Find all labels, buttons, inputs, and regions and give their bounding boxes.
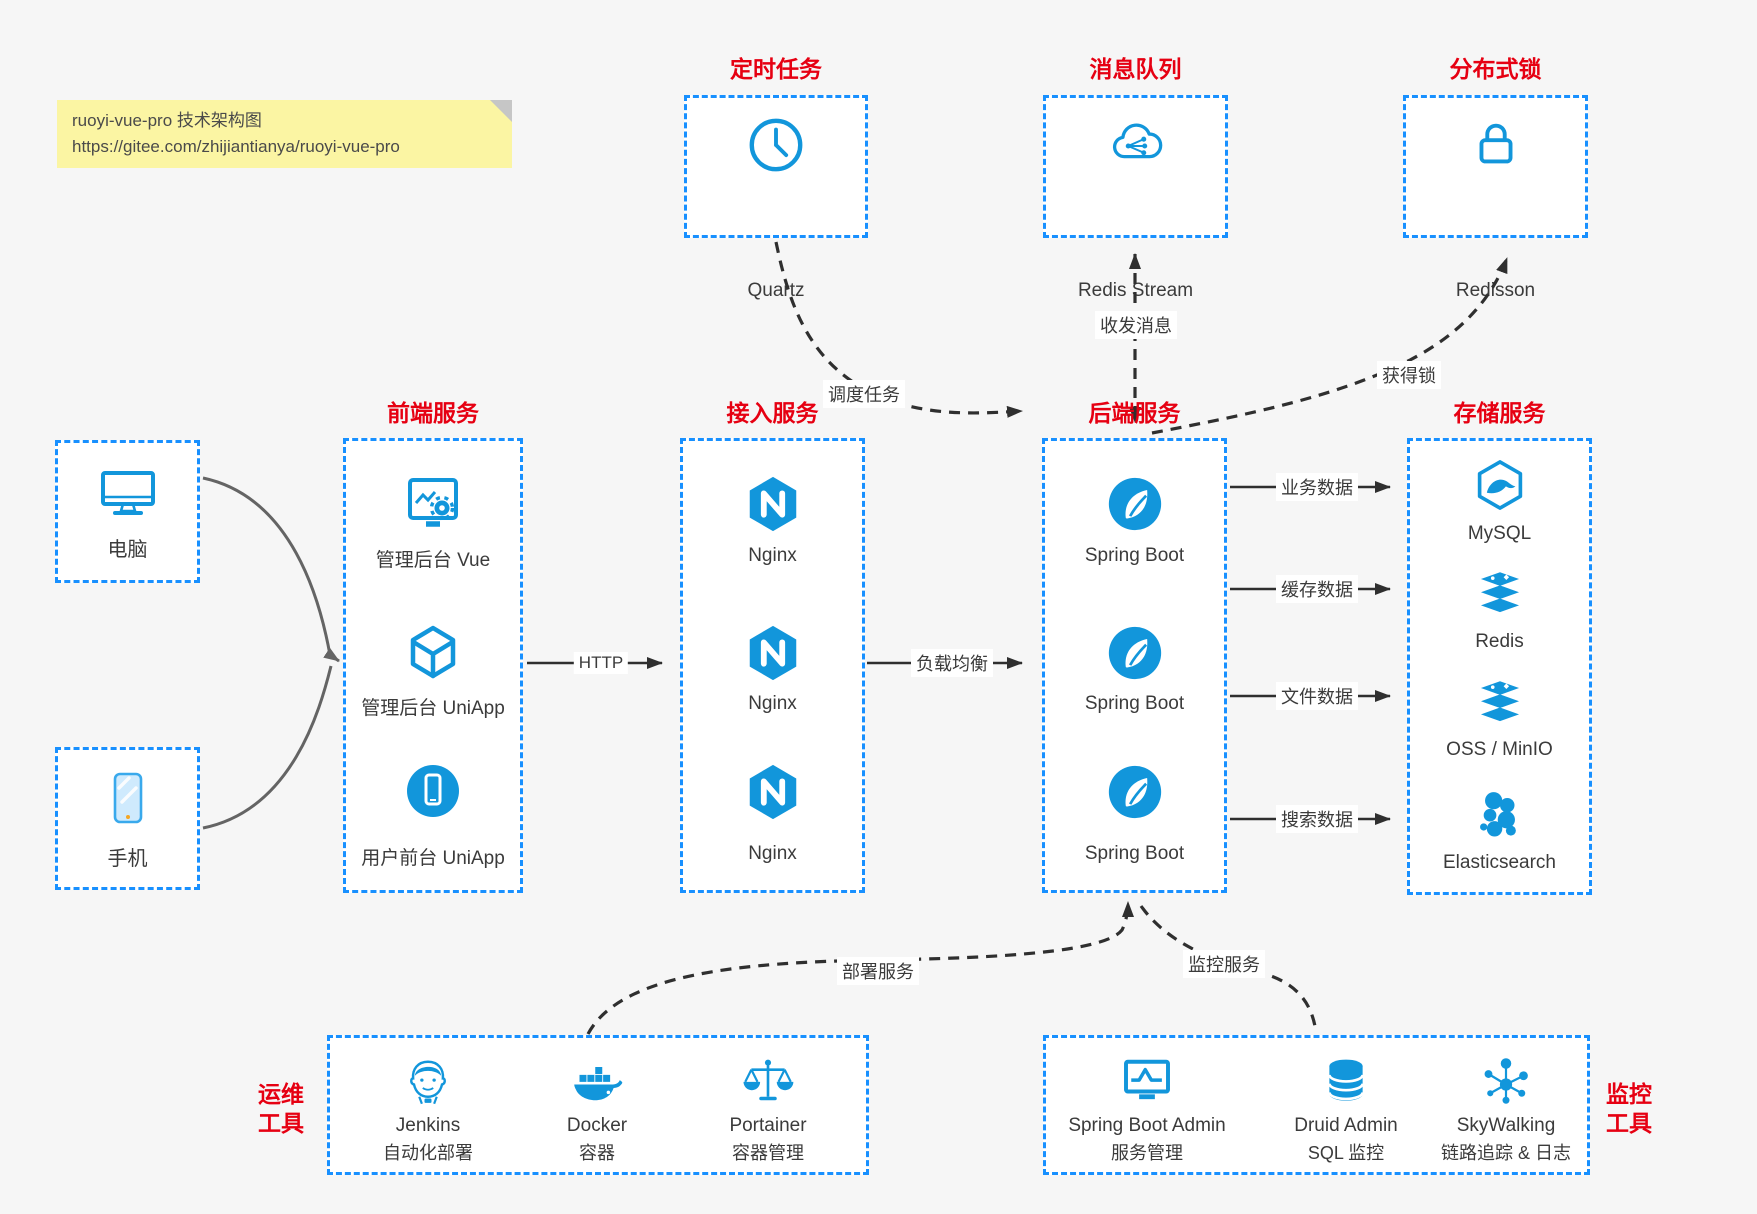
note-url: https://gitee.com/zhijiantianya/ruoyi-vu… (72, 137, 400, 156)
redisson-label: Redisson (1455, 280, 1536, 301)
redis-stream-label: Redis Stream (1077, 280, 1194, 301)
edge-label-monitor: 监控服务 (1183, 950, 1265, 978)
storage-item-label: Elasticsearch (1443, 852, 1556, 873)
nginx-icon (749, 476, 796, 532)
cloud-stream-icon (1112, 123, 1162, 159)
edge-label-http: HTTP (573, 652, 629, 674)
tool-name: SkyWalking (1456, 1115, 1556, 1136)
tool-desc: 自动化部署 (383, 1143, 473, 1163)
section-title-frontend: 前端服务 (387, 400, 479, 426)
mysql-icon (1477, 460, 1522, 510)
phone-icon (113, 772, 142, 824)
note-title: ruoyi-vue-pro 技术架构图 (72, 111, 262, 130)
docker-icon (574, 1067, 623, 1101)
tool-item-spring-boot-admin: Spring Boot Admin 服务管理 (1042, 1038, 1252, 1172)
frontend-item-label: 用户前台 UniApp (361, 848, 505, 869)
section-title-distributed-lock: 分布式锁 (1449, 56, 1542, 82)
ops-tools-box: Jenkins 自动化部署 Docker 容器 (327, 1035, 869, 1175)
edge-pc-to-frontend (202, 476, 340, 663)
tool-desc: 容器 (579, 1143, 615, 1163)
ops-tools-label: 运维 工具 (246, 1080, 316, 1138)
section-title-backend: 后端服务 (1088, 400, 1181, 426)
backend-item-label: Spring Boot (1084, 545, 1185, 566)
backend-item-label: Spring Boot (1084, 693, 1185, 714)
spring-boot-admin-icon (1124, 1059, 1170, 1100)
edge-label-messages: 收发消息 (1095, 311, 1177, 339)
edge-label-file-data: 文件数据 (1276, 682, 1358, 710)
tool-desc: 服务管理 (1111, 1143, 1183, 1163)
edge-label-biz-data: 业务数据 (1276, 473, 1358, 501)
tool-item-jenkins: Jenkins 自动化部署 (333, 1038, 523, 1172)
tool-desc: SQL 监控 (1307, 1143, 1385, 1163)
tool-name: Portainer (729, 1115, 807, 1136)
redisson-box: Redisson (1403, 95, 1588, 301)
tool-desc: 容器管理 (732, 1143, 804, 1163)
tool-name: Spring Boot Admin (1068, 1115, 1226, 1136)
admin-vue-icon (408, 478, 458, 527)
frontend-item-label: 管理后台 UniApp (361, 698, 505, 719)
edge-label-deploy: 部署服务 (837, 957, 919, 985)
phone-client-label: 手机 (107, 848, 148, 870)
phone-client-box: 手机 (55, 747, 200, 890)
tool-desc: 链路追踪 & 日志 (1440, 1143, 1571, 1163)
redis-stream-box: Redis Stream (1043, 95, 1228, 301)
edge-label-cache-data: 缓存数据 (1276, 575, 1358, 603)
elasticsearch-icon (1479, 792, 1516, 837)
edge-label-search-data: 搜索数据 (1276, 805, 1358, 833)
edge-label-schedule: 调度任务 (823, 380, 905, 408)
quartz-box: Quartz (684, 95, 868, 301)
pc-client-box: 电脑 (55, 440, 200, 583)
tool-name: Jenkins (395, 1115, 461, 1136)
section-title-scheduled-task: 定时任务 (730, 56, 822, 82)
tool-name: Druid Admin (1294, 1115, 1398, 1136)
edge-phone-to-frontend (202, 665, 333, 830)
computer-icon (100, 471, 155, 515)
quartz-label: Quartz (747, 280, 805, 301)
storage-item-label: Redis (1475, 631, 1524, 652)
edge-label-acquire-lock: 获得锁 (1377, 361, 1441, 389)
monitor-tools-label-line: 工具 (1606, 1110, 1652, 1136)
sticky-note: ruoyi-vue-pro 技术架构图 https://gitee.com/zh… (57, 100, 512, 168)
ops-tools-label-line: 工具 (258, 1110, 304, 1136)
nginx-icon (749, 764, 796, 820)
tool-name: Docker (566, 1115, 628, 1136)
spring-boot-icon (1108, 765, 1161, 819)
portainer-scales-icon (743, 1059, 794, 1101)
storage-box: MySQL Redis OSS / MinIO Elasticsearch (1407, 438, 1592, 895)
ops-tools-label-line: 运维 (258, 1081, 304, 1107)
spring-boot-icon (1108, 626, 1161, 680)
druid-database-icon (1328, 1059, 1364, 1101)
section-title-message-queue: 消息队列 (1089, 56, 1182, 82)
oss-minio-icon (1480, 681, 1519, 722)
skywalking-network-icon (1484, 1058, 1528, 1104)
nginx-icon (749, 625, 796, 681)
redis-icon (1480, 572, 1519, 613)
backend-item-label: Spring Boot (1084, 843, 1185, 864)
backend-box: Spring Boot Spring Boot Spring Boot (1042, 438, 1227, 893)
tool-item-docker: Docker 容器 (502, 1038, 692, 1172)
storage-item-label: OSS / MinIO (1446, 739, 1553, 760)
monitor-tools-box: Spring Boot Admin 服务管理 Druid Admin SQL 监… (1043, 1035, 1590, 1175)
tool-item-druid-admin: Druid Admin SQL 监控 (1241, 1038, 1451, 1172)
gateway-box: Nginx Nginx Nginx (680, 438, 865, 893)
tool-item-portainer: Portainer 容器管理 (673, 1038, 863, 1172)
gateway-item-label: Nginx (748, 545, 797, 566)
monitor-tools-label: 监控 工具 (1598, 1080, 1660, 1138)
uniapp-user-icon (407, 765, 459, 817)
gateway-item-label: Nginx (748, 693, 797, 714)
jenkins-icon (410, 1060, 446, 1105)
monitor-tools-label-line: 监控 (1606, 1081, 1652, 1107)
spring-boot-icon (1108, 477, 1161, 531)
lock-icon (1479, 123, 1512, 164)
gateway-item-label: Nginx (748, 843, 797, 864)
clock-icon (749, 118, 803, 172)
tool-item-skywalking: SkyWalking 链路追踪 & 日志 (1401, 1038, 1611, 1172)
frontend-box: 管理后台 Vue 管理后台 UniApp 用户前台 UniApp (343, 438, 523, 893)
storage-item-label: MySQL (1467, 523, 1532, 544)
section-title-storage: 存储服务 (1453, 400, 1546, 426)
uniapp-admin-cube-icon (410, 625, 456, 679)
pc-client-label: 电脑 (107, 539, 148, 561)
edge-label-load-balance: 负载均衡 (911, 649, 993, 677)
frontend-item-label: 管理后台 Vue (375, 550, 491, 571)
